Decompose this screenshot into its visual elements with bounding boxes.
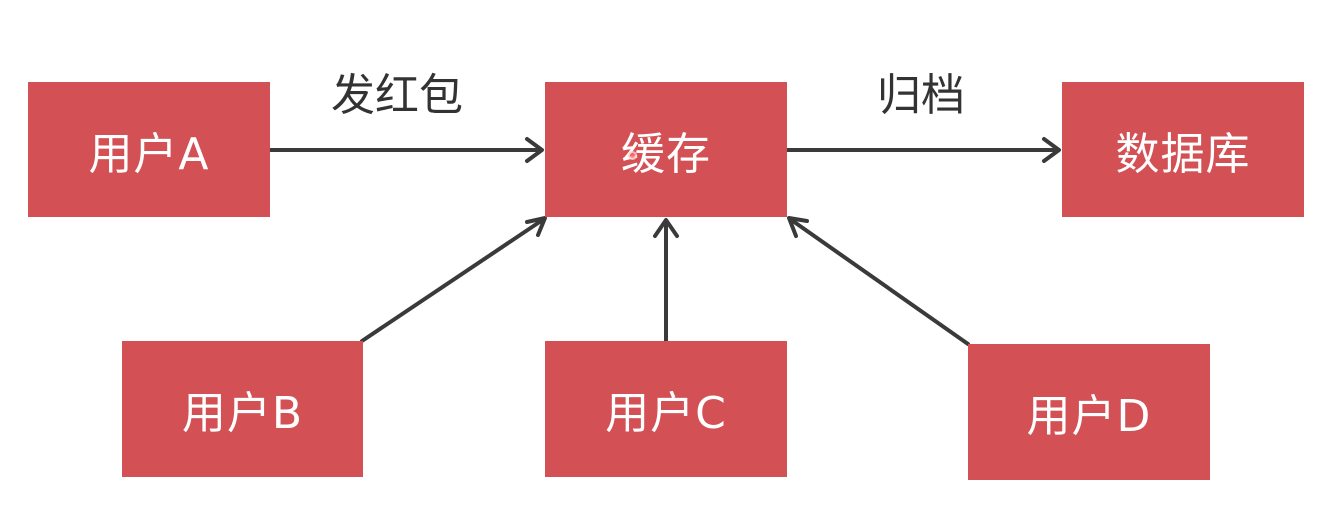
node-user-b: 用户B bbox=[122, 341, 363, 477]
node-user-a: 用户A bbox=[28, 82, 270, 217]
node-user-c: 用户C bbox=[545, 341, 787, 477]
edge-label-archive: 归档 bbox=[877, 70, 965, 121]
node-cache: 缓存 bbox=[545, 82, 787, 217]
edge-label-send-red-packet: 发红包 bbox=[331, 70, 463, 121]
arrow-user-b-to-cache bbox=[360, 216, 547, 343]
arrow-cache-to-database bbox=[785, 137, 1061, 163]
node-user-d: 用户D bbox=[968, 344, 1210, 480]
arrow-user-a-to-cache bbox=[268, 137, 544, 163]
arrow-user-c-to-cache bbox=[653, 218, 679, 343]
arrow-user-d-to-cache bbox=[787, 216, 970, 346]
node-database: 数据库 bbox=[1062, 82, 1304, 217]
cursor-indicator bbox=[628, 151, 637, 160]
